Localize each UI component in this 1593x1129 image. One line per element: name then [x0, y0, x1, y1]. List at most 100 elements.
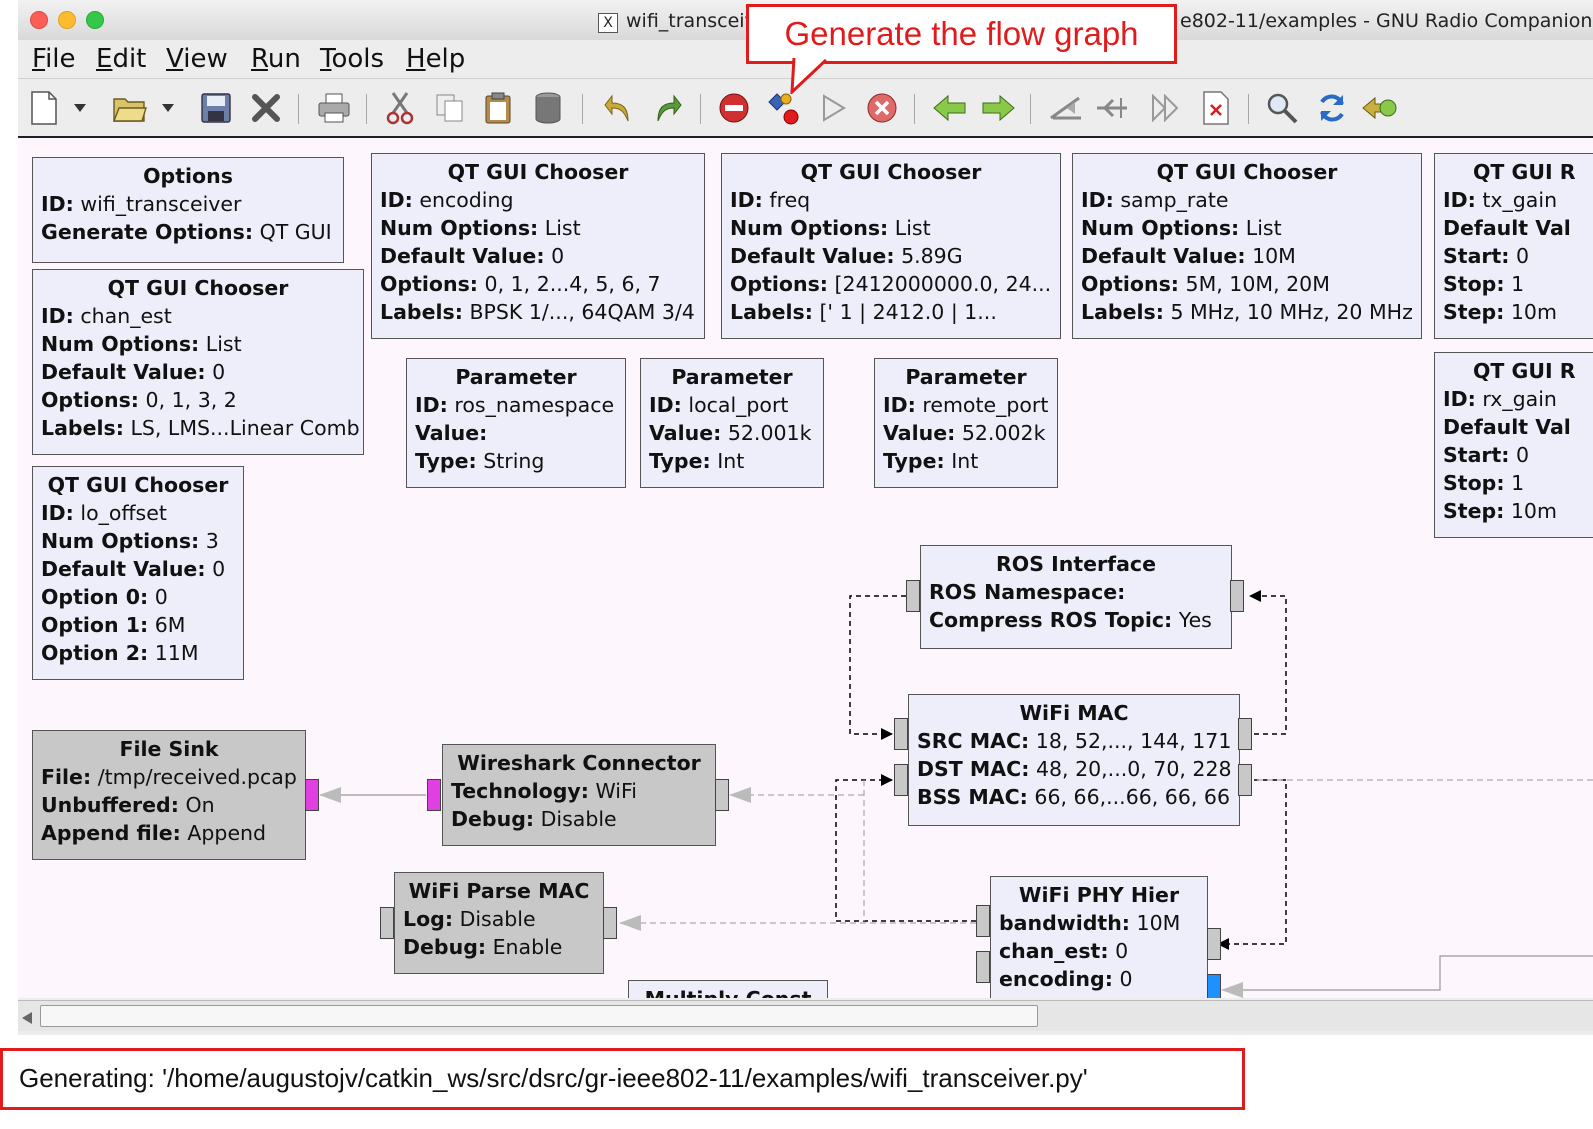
rotate-cw-icon[interactable]: [980, 88, 1016, 128]
menu-help[interactable]: Help: [406, 44, 466, 74]
reload-icon[interactable]: [1314, 88, 1350, 128]
scrollbar-thumb[interactable]: [40, 1005, 1038, 1027]
import-icon[interactable]: [1362, 88, 1398, 128]
connection-wires: [319, 590, 1593, 998]
ros-interface-out-port[interactable]: [1230, 580, 1244, 612]
ros-interface-in-port[interactable]: [906, 580, 920, 612]
annotation-callout-text: Generate the flow graph: [784, 15, 1139, 52]
block-param-row: Option 2: 11M: [41, 641, 199, 665]
open-icon[interactable]: [112, 88, 148, 128]
block-param-row: Stop: 1: [1443, 272, 1525, 296]
copy-icon[interactable]: [432, 88, 468, 128]
block-param-row: Debug: Disable: [451, 807, 617, 831]
block-chooser-chan-est[interactable]: QT GUI Chooser ID: chan_est Num Options:…: [32, 269, 364, 455]
kill-icon[interactable]: [864, 88, 900, 128]
disable-icon[interactable]: [716, 88, 752, 128]
print-icon[interactable]: [316, 88, 352, 128]
save-icon[interactable]: [198, 88, 234, 128]
block-param-row: Labels: 5 MHz, 10 MHz, 20 MHz: [1081, 300, 1413, 324]
toolbar-separator: [298, 94, 299, 124]
block-param-row: Debug: Enable: [403, 935, 563, 959]
open-dropdown-icon[interactable]: [158, 88, 178, 128]
parse-mac-out-port[interactable]: [380, 907, 394, 939]
block-param-row: Unbuffered: On: [41, 793, 215, 817]
enable-icon[interactable]: [1048, 88, 1084, 128]
block-param-row: ID: freq: [730, 188, 811, 212]
minimize-window-button[interactable]: [58, 11, 76, 29]
block-param-ros-namespace[interactable]: Parameter ID: ros_namespace Value: Type:…: [406, 358, 626, 488]
block-param-row: Type: Int: [649, 449, 745, 473]
block-param-remote-port[interactable]: Parameter ID: remote_port Value: 52.002k…: [874, 358, 1058, 488]
window-title-left: wifi_transceiver: [626, 10, 776, 32]
status-message: Generating: '/home/augustojv/catkin_ws/s…: [19, 1063, 1088, 1093]
block-wireshark-connector[interactable]: Wireshark Connector Technology: WiFi Deb…: [442, 744, 716, 846]
maximize-window-button[interactable]: [86, 11, 104, 29]
phy-hier-mac-in-port[interactable]: [1207, 928, 1221, 960]
scroll-left-icon[interactable]: [22, 1009, 32, 1028]
delete-icon[interactable]: [530, 88, 566, 128]
block-wifi-phy-hier[interactable]: WiFi PHY Hier bandwidth: 10M chan_est: 0…: [990, 876, 1208, 998]
annotation-callout: Generate the flow graph: [746, 4, 1177, 64]
block-param-row: ID: local_port: [649, 393, 789, 417]
undo-icon[interactable]: [600, 88, 636, 128]
block-param-row: Type: Int: [883, 449, 979, 473]
phy-hier-out-port[interactable]: [976, 951, 990, 983]
menu-view[interactable]: View: [166, 44, 228, 74]
wireshark-out-port[interactable]: [427, 779, 441, 811]
block-ros-interface[interactable]: ROS Interface ROS Namespace: Compress RO…: [920, 545, 1232, 649]
errors-icon[interactable]: [1198, 88, 1234, 128]
execute-icon[interactable]: [816, 88, 852, 128]
close-window-button[interactable]: [30, 11, 48, 29]
menu-tools[interactable]: Tools: [320, 44, 385, 74]
block-chooser-freq[interactable]: QT GUI Chooser ID: freq Num Options: Lis…: [721, 153, 1061, 339]
block-param-row: ID: encoding: [380, 188, 514, 212]
flow-graph-canvas[interactable]: Options ID: wifi_transceiver Generate Op…: [18, 138, 1593, 998]
block-title: Multiply Const: [637, 985, 819, 998]
block-param-row: BSS MAC: 66, 66,...66, 66, 66: [917, 785, 1231, 809]
menu-run[interactable]: Run: [251, 44, 301, 74]
file-sink-in-port[interactable]: [305, 779, 319, 811]
block-range-rx-gain[interactable]: QT GUI R ID: rx_gain Default Val Start: …: [1434, 352, 1593, 538]
cut-icon[interactable]: [382, 88, 418, 128]
block-param-row: ID: tx_gain: [1443, 188, 1558, 212]
block-param-row: ID: wifi_transceiver: [41, 192, 242, 216]
wifi-mac-out-port-phy[interactable]: [1238, 764, 1252, 796]
phy-hier-mac-out-port[interactable]: [976, 905, 990, 937]
block-wifi-parse-mac[interactable]: WiFi Parse MAC Log: Disable Debug: Enabl…: [394, 872, 604, 974]
menu-edit[interactable]: Edit: [96, 44, 147, 74]
wifi-mac-in-port-app[interactable]: [894, 718, 908, 750]
block-range-tx-gain[interactable]: QT GUI R ID: tx_gain Default Val Start: …: [1434, 153, 1593, 339]
forward-icon[interactable]: [1148, 88, 1184, 128]
redo-icon[interactable]: [650, 88, 686, 128]
block-title: Wireshark Connector: [457, 751, 701, 775]
block-param-local-port[interactable]: Parameter ID: local_port Value: 52.001k …: [640, 358, 824, 488]
close-icon[interactable]: [248, 88, 284, 128]
new-dropdown-icon[interactable]: [70, 88, 90, 128]
paste-icon[interactable]: [480, 88, 516, 128]
pane-resize-handle[interactable]: ,,,,,,,,,,,: [856, 1026, 888, 1035]
block-param-row: Options: 0, 1, 3, 2: [41, 388, 237, 412]
parse-mac-in-port[interactable]: [603, 907, 617, 939]
block-chooser-samp-rate[interactable]: QT GUI Chooser ID: samp_rate Num Options…: [1072, 153, 1422, 339]
horizontal-scrollbar[interactable]: [18, 1000, 1593, 1031]
block-file-sink[interactable]: File Sink File: /tmp/received.pcap Unbuf…: [32, 730, 306, 860]
wifi-mac-out-port-app[interactable]: [1238, 718, 1252, 750]
block-wifi-mac[interactable]: WiFi MAC SRC MAC: 18, 52,..., 144, 171 D…: [908, 694, 1240, 826]
generate-icon[interactable]: [766, 88, 802, 128]
bypass-icon[interactable]: [1094, 88, 1130, 128]
phy-hier-rx-in-port[interactable]: [1207, 974, 1221, 998]
block-chooser-lo-offset[interactable]: QT GUI Chooser ID: lo_offset Num Options…: [32, 466, 244, 680]
block-chooser-encoding[interactable]: QT GUI Chooser ID: encoding Num Options:…: [371, 153, 705, 339]
wireshark-in-port[interactable]: [715, 779, 729, 811]
block-title: QT GUI Chooser: [447, 160, 629, 184]
block-title: WiFi Parse MAC: [408, 879, 590, 903]
block-title: QT GUI Chooser: [1156, 160, 1338, 184]
rotate-ccw-icon[interactable]: [932, 88, 968, 128]
new-icon[interactable]: [26, 88, 62, 128]
wifi-mac-in-port-phy[interactable]: [894, 764, 908, 796]
menu-file[interactable]: File: [32, 44, 76, 74]
block-options[interactable]: Options ID: wifi_transceiver Generate Op…: [32, 157, 344, 263]
find-icon[interactable]: [1264, 88, 1300, 128]
block-multiply-const[interactable]: Multiply Const: [628, 980, 828, 998]
toolbar-separator: [1030, 94, 1031, 124]
